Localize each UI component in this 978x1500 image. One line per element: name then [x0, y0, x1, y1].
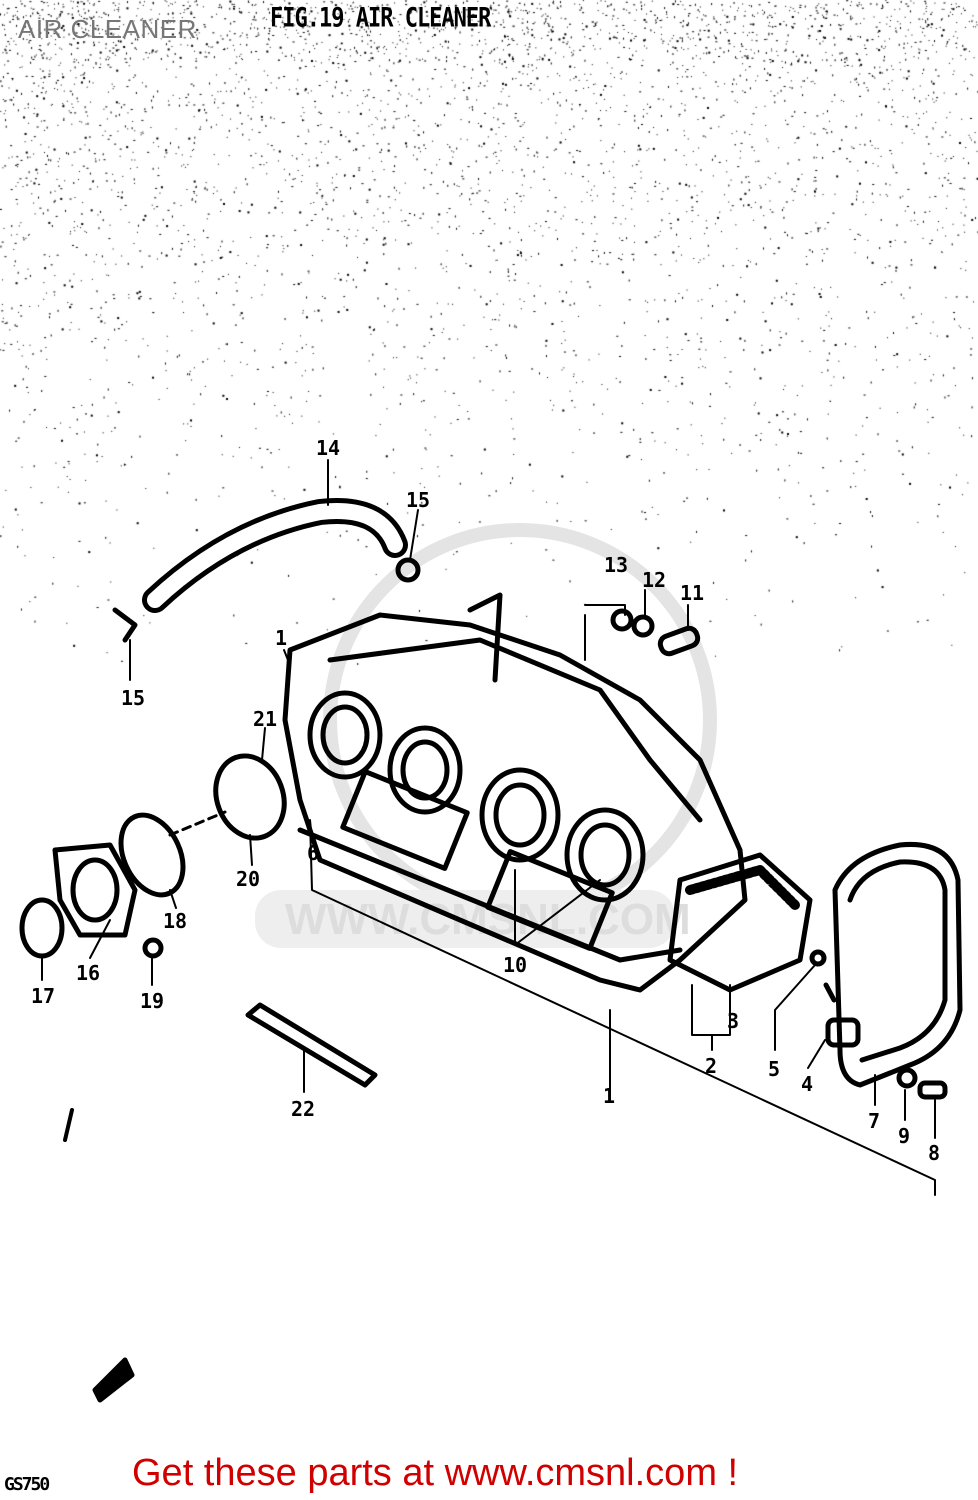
callout-4: 4 [801, 1072, 813, 1096]
callout-1: 1 [275, 626, 287, 650]
callout-15: 15 [406, 488, 430, 512]
callout-7: 7 [868, 1109, 880, 1133]
filter-cover [832, 841, 963, 1088]
callout-17: 17 [31, 984, 55, 1008]
model-code: GS750 [4, 1474, 50, 1495]
callout-8: 8 [928, 1141, 940, 1165]
callout-19: 19 [140, 989, 164, 1013]
hose-clamp [112, 607, 138, 643]
page-title: AIR CLEANER [18, 14, 197, 44]
callout-9: 9 [898, 1124, 910, 1148]
callout-3: 3 [727, 1009, 739, 1033]
callout-14: 14 [316, 436, 340, 460]
intake-rings [307, 690, 646, 903]
callout-15b: 15 [121, 686, 145, 710]
callout-numbers: 14 15 13 12 11 1 15 21 6 20 18 16 17 19 … [31, 436, 940, 1165]
callout-2: 2 [705, 1054, 717, 1078]
callout-20: 20 [236, 867, 260, 891]
o-ring [19, 897, 65, 959]
callout-18: 18 [163, 909, 187, 933]
callout-10: 10 [503, 953, 527, 977]
callout-5: 5 [768, 1057, 780, 1081]
carb-holder [52, 842, 138, 938]
bolt [657, 625, 701, 657]
watermark-logo: WWW.CMSNL.COM [255, 523, 717, 948]
callout-22: 22 [291, 1097, 315, 1121]
callout-11: 11 [680, 581, 704, 605]
hose-clamp [395, 557, 421, 583]
callout-21: 21 [253, 707, 277, 731]
callout-13: 13 [604, 553, 628, 577]
strap [245, 1002, 378, 1088]
figure-title: FIG.19 AIR CLEANER [270, 3, 491, 34]
callout-16: 16 [76, 961, 100, 985]
intake-joint [118, 812, 186, 898]
footer-link[interactable]: Get these parts at www.cmsnl.com ! [132, 1452, 739, 1494]
callout-6: 6 [307, 841, 319, 865]
callout-1b: 1 [603, 1084, 615, 1108]
filter-element [667, 852, 813, 993]
callout-12: 12 [642, 568, 666, 592]
clamp-band [213, 753, 287, 841]
